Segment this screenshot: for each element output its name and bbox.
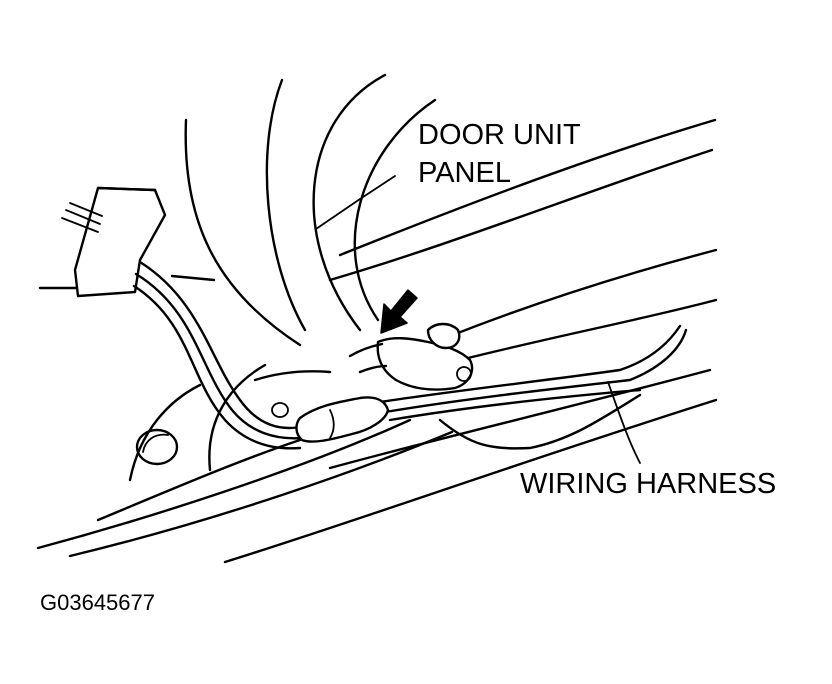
panel-hole bbox=[135, 428, 179, 466]
figure-code: G03645677 bbox=[40, 590, 155, 615]
wiring-harness-route bbox=[132, 260, 688, 450]
arrow-icon bbox=[380, 289, 418, 334]
connector-housing bbox=[38, 186, 216, 298]
door-unit-label-line2: PANEL bbox=[418, 157, 511, 189]
harness-clip bbox=[253, 322, 474, 418]
wiring-harness-label: WIRING HARNESS bbox=[520, 468, 776, 500]
door-panel-contours bbox=[184, 73, 718, 362]
door-sill-lines bbox=[36, 363, 718, 564]
harness-sleeve bbox=[295, 396, 390, 443]
wiring-harness-leader bbox=[607, 381, 641, 464]
door-unit-label-line1: DOOR UNIT bbox=[418, 119, 581, 151]
door-unit-leader bbox=[315, 175, 396, 230]
